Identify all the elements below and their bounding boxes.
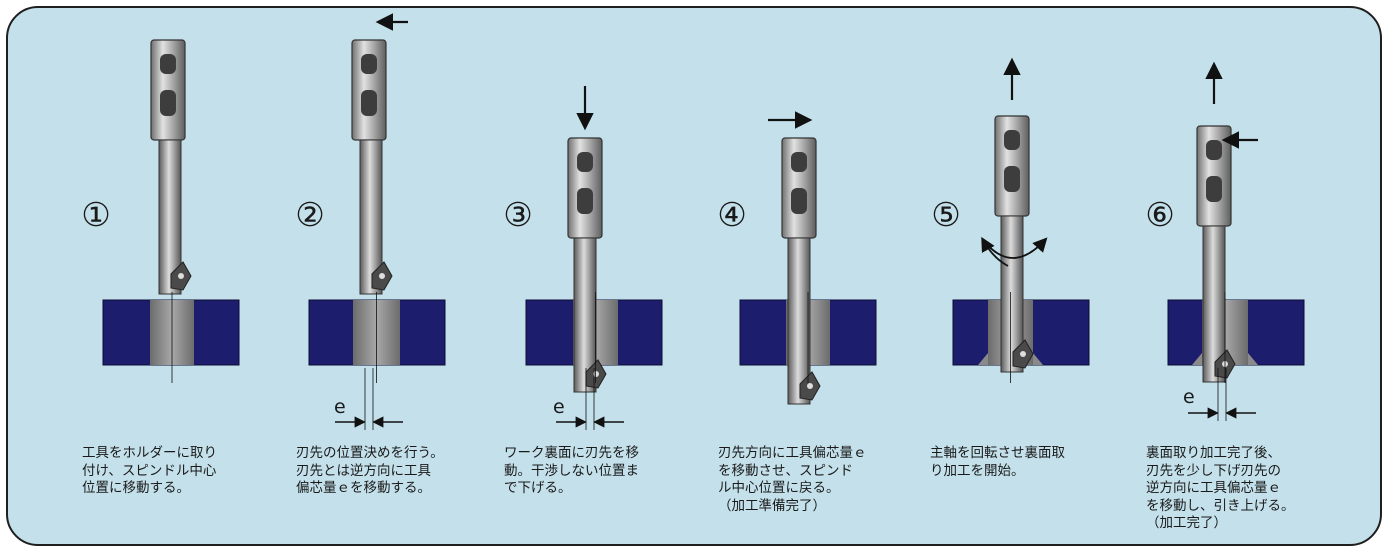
holder-slot-lower bbox=[1206, 176, 1222, 202]
offset-label-step3: e bbox=[553, 396, 565, 418]
holder-slot-lower bbox=[160, 90, 176, 116]
step-4-illustration bbox=[739, 137, 877, 405]
step-number-3: ③ bbox=[503, 195, 533, 234]
step-3-illustration bbox=[525, 137, 663, 393]
chamfer-left bbox=[1192, 353, 1202, 365]
rotation-arc-left bbox=[981, 236, 1009, 267]
step-1-illustration bbox=[102, 39, 240, 383]
process-diagram bbox=[102, 13, 1305, 430]
holder-slot-upper bbox=[577, 152, 593, 172]
step-number-2: ② bbox=[295, 195, 325, 234]
step-caption-6: 裏面取り加工完了後、 刃先を少し下げ刃先の 逆方向に工具偏芯量ｅ を移動し、引き… bbox=[1146, 445, 1295, 531]
holder-slot-lower bbox=[577, 188, 593, 214]
offset-label-step2: e bbox=[334, 396, 346, 418]
offset-label-step6: e bbox=[1183, 386, 1195, 408]
insert-screw bbox=[593, 371, 599, 377]
step-caption-4: 刃先方向に工具偏芯量ｅ を移動させ、スピンド ル中心位置に戻る。 （加工準備完了… bbox=[718, 445, 867, 514]
holder-slot-upper bbox=[1206, 140, 1222, 160]
tool-shank bbox=[787, 237, 811, 405]
step-caption-2: 刃先の位置決めを行う。 刃先とは逆方向に工具 偏芯量ｅを移動する。 bbox=[296, 445, 444, 496]
step-caption-1: 工具をホルダーに取り 付け、スピンドル中心 位置に移動する。 bbox=[82, 445, 217, 496]
step-number-1: ① bbox=[81, 195, 111, 234]
holder-slot-lower bbox=[791, 188, 807, 214]
step-caption-3: ワーク裏面に刃先を移 動。干渉しない位置ま で下げる。 bbox=[504, 445, 639, 496]
step-5-illustration bbox=[952, 115, 1090, 383]
chamfer-right bbox=[1248, 353, 1258, 365]
diagram-frame: ① ② ③ ④ ⑤ ⑥ e e e 工具をホルダーに取り 付け、スピンドル中心 … bbox=[6, 6, 1382, 546]
insert-screw bbox=[379, 273, 385, 279]
insert-screw bbox=[178, 273, 184, 279]
holder-slot-upper bbox=[1004, 130, 1020, 150]
holder-slot-upper bbox=[361, 54, 377, 74]
holder-slot-lower bbox=[361, 90, 377, 116]
step-number-4: ④ bbox=[717, 195, 747, 234]
holder-slot-upper bbox=[791, 152, 807, 172]
step-number-5: ⑤ bbox=[931, 195, 961, 234]
holder-slot-upper bbox=[160, 54, 176, 74]
tool-shank bbox=[573, 237, 597, 393]
holder-slot-lower bbox=[1004, 166, 1020, 192]
insert-screw bbox=[1020, 351, 1026, 357]
tool-shank bbox=[158, 139, 182, 295]
step-caption-5: 主軸を回転させ裏面取 り加工を開始。 bbox=[930, 445, 1065, 479]
tool-shank bbox=[359, 139, 383, 295]
step-number-6: ⑥ bbox=[1145, 195, 1175, 234]
insert-screw bbox=[807, 383, 813, 389]
step-2-illustration bbox=[308, 39, 446, 383]
tool-shank bbox=[1000, 215, 1024, 373]
chamfer-right bbox=[1033, 353, 1043, 365]
chamfer-left bbox=[978, 353, 988, 365]
step-6-illustration bbox=[1167, 125, 1305, 383]
